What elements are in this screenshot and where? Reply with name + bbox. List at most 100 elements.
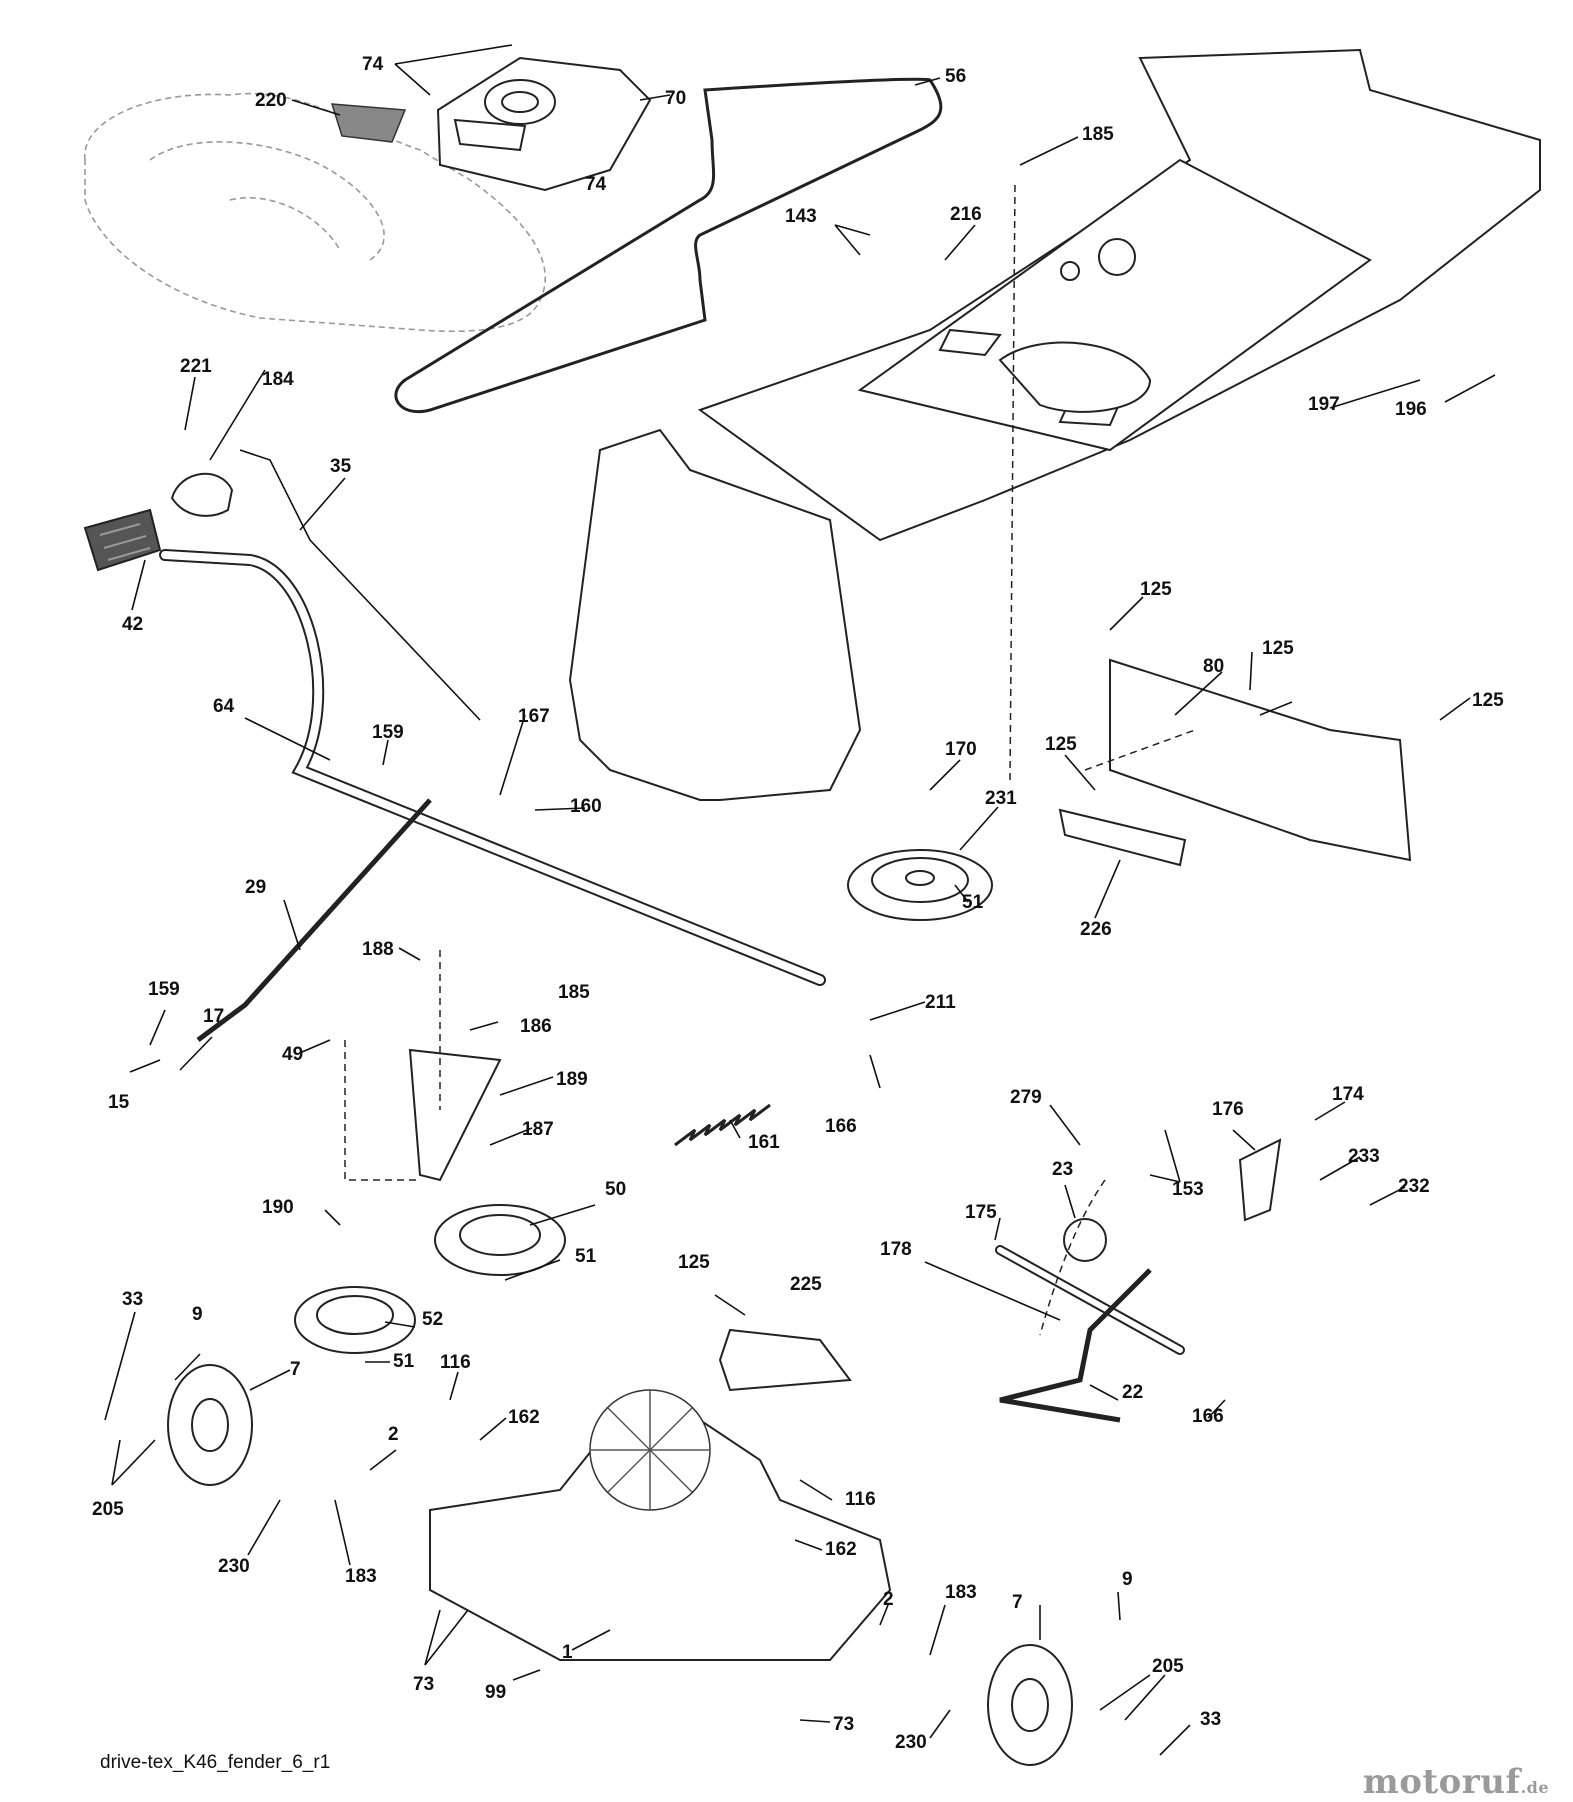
bracket-176: [1238, 1138, 1282, 1222]
label-80: 80: [1203, 656, 1224, 677]
label-220: 220: [255, 90, 287, 111]
label-22: 22: [1122, 1382, 1143, 1403]
label-186: 186: [520, 1016, 552, 1037]
label-143: 143: [785, 206, 817, 227]
label-211: 211: [925, 992, 956, 1013]
label-2-right: 2: [883, 1589, 894, 1610]
hub-left: [167, 1364, 253, 1486]
fender-cover: [436, 56, 652, 192]
part-labels: 74 220 70 56 185 74 143 216 221 184 35 4…: [92, 54, 1504, 1753]
label-7-left: 7: [290, 1359, 301, 1380]
label-29: 29: [245, 877, 266, 898]
label-187: 187: [522, 1119, 554, 1140]
label-73-right: 73: [833, 1714, 854, 1735]
label-216: 216: [950, 204, 982, 225]
label-23: 23: [1052, 1159, 1073, 1180]
leader-lines: [104, 44, 1496, 1756]
label-170: 170: [945, 739, 977, 760]
label-196: 196: [1395, 399, 1427, 420]
label-51-mid: 51: [575, 1246, 597, 1267]
label-74-bottom: 74: [585, 174, 607, 195]
label-2-left: 2: [388, 1424, 399, 1445]
label-70: 70: [665, 88, 686, 109]
label-230-left: 230: [218, 1556, 250, 1577]
label-125-e: 125: [678, 1252, 710, 1273]
label-189: 189: [556, 1069, 588, 1090]
label-190: 190: [262, 1197, 294, 1218]
label-153: 153: [1172, 1179, 1204, 1200]
label-50: 50: [605, 1179, 626, 1200]
label-185-top: 185: [1082, 124, 1114, 145]
label-188: 188: [362, 939, 394, 960]
fender-pad: [330, 103, 407, 143]
rod-29: [196, 798, 432, 1043]
label-183-left: 183: [345, 1566, 377, 1587]
watermark-logo: motoruf.de: [1363, 1762, 1549, 1802]
label-51-top: 51: [962, 892, 984, 913]
label-125-b: 125: [1262, 638, 1294, 659]
transaxle: [429, 1389, 892, 1661]
label-167: 167: [518, 706, 550, 727]
label-232: 232: [1398, 1176, 1430, 1197]
watermark-name: motoruf: [1362, 1762, 1521, 1802]
label-197: 197: [1308, 394, 1340, 415]
hub-right: [987, 1644, 1073, 1766]
label-35: 35: [330, 456, 352, 477]
label-162-right: 162: [825, 1539, 857, 1560]
drive-belt: [394, 77, 943, 414]
label-205-right: 205: [1152, 1656, 1184, 1677]
label-159-top: 159: [372, 722, 404, 743]
label-116-top: 116: [440, 1352, 471, 1373]
idler-bracket: [408, 1048, 502, 1182]
label-56: 56: [945, 66, 966, 87]
lever-22: [999, 1268, 1152, 1423]
label-183-right: 183: [945, 1582, 977, 1603]
seat-ghost: [84, 92, 546, 333]
label-175: 175: [965, 1202, 997, 1223]
label-166-mid: 166: [825, 1116, 857, 1137]
lever-35: [239, 449, 481, 721]
label-162-top: 162: [508, 1407, 540, 1428]
label-125-a: 125: [1140, 579, 1172, 600]
label-116-right: 116: [845, 1489, 876, 1510]
watermark-tld: .de: [1520, 1778, 1549, 1797]
label-64: 64: [213, 696, 235, 717]
label-74-top: 74: [362, 54, 384, 75]
pulley-50: [434, 1204, 566, 1276]
diagram-caption: drive-tex_K46_fender_6_r1: [100, 1752, 331, 1773]
ball-23: [1063, 1218, 1107, 1262]
label-161: 161: [748, 1132, 780, 1153]
label-125-c: 125: [1472, 690, 1504, 711]
pulley-52: [294, 1286, 416, 1354]
label-176: 176: [1212, 1099, 1244, 1120]
bracket-80: [1109, 658, 1412, 862]
label-225: 225: [790, 1274, 822, 1295]
label-230-right: 230: [895, 1732, 927, 1753]
label-9-right: 9: [1122, 1569, 1133, 1590]
label-231: 231: [985, 788, 1017, 809]
label-174: 174: [1332, 1084, 1364, 1105]
label-221: 221: [180, 356, 212, 377]
label-42: 42: [122, 614, 143, 635]
label-49: 49: [282, 1044, 303, 1065]
label-7-right: 7: [1012, 1592, 1023, 1613]
label-52: 52: [422, 1309, 443, 1330]
label-279: 279: [1010, 1087, 1042, 1108]
pulley-231: [847, 849, 993, 921]
knob-184: [170, 472, 234, 517]
label-73-left: 73: [413, 1674, 434, 1695]
label-33-right: 33: [1200, 1709, 1221, 1730]
label-233: 233: [1348, 1146, 1380, 1167]
label-205-left: 205: [92, 1499, 124, 1520]
label-166-right: 166: [1192, 1406, 1224, 1427]
label-33-left: 33: [122, 1289, 143, 1310]
bracket-225: [718, 1328, 852, 1392]
label-160: 160: [570, 796, 602, 817]
label-99: 99: [485, 1682, 506, 1703]
label-184: 184: [262, 369, 294, 390]
chassis-frame: [568, 48, 1541, 801]
bracket-226: [1058, 808, 1187, 867]
assembly-lines: [344, 184, 1196, 1336]
spring-161: [674, 1103, 771, 1147]
pedal-grip: [83, 508, 162, 572]
